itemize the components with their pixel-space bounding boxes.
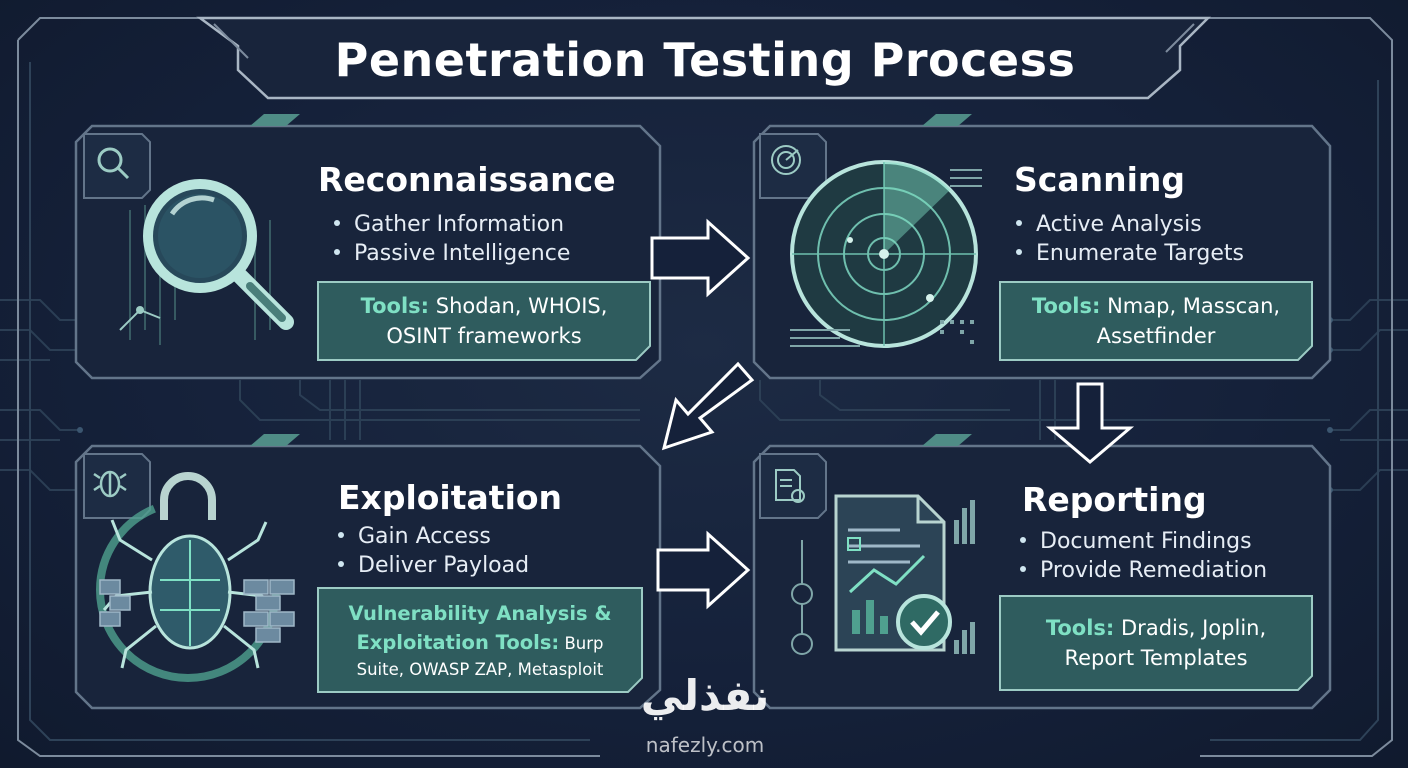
tools-label: Tools: — [1031, 294, 1101, 318]
stage-title-reconnaissance: Reconnaissance — [318, 160, 616, 199]
bullet-item: Provide Remediation — [1020, 556, 1267, 585]
bug-icon — [93, 470, 127, 498]
page-title: Penetration Testing Process — [334, 33, 1076, 87]
tools-line: Assetfinder — [1096, 324, 1216, 348]
tools-line: Dradis, Joplin, — [1121, 616, 1267, 640]
tools-box-reporting: Tools: Dradis, Joplin, Report Templates — [1000, 598, 1312, 688]
bullet-item: Gain Access — [338, 522, 529, 551]
magnifier-icon — [119, 179, 294, 345]
watermark: نفذلي nafezly.com — [605, 672, 805, 758]
tools-box-scanning: Tools: Nmap, Masscan, Assetfinder — [1000, 282, 1312, 360]
radar-icon — [771, 145, 801, 175]
watermark-url: nafezly.com — [645, 733, 765, 757]
stage-title-reporting: Reporting — [1022, 480, 1207, 519]
arrow-scanning-to-exploitation — [661, 361, 755, 451]
tools-line: Nmap, Masscan, — [1107, 294, 1281, 318]
tools-box-exploitation: Vulnerability Analysis & Exploitation To… — [318, 590, 642, 690]
tools-label: Exploitation Tools: — [356, 630, 560, 654]
tools-line: Shodan, WHOIS, — [435, 294, 608, 318]
bullet-list-scanning: Active Analysis Enumerate Targets — [1016, 210, 1244, 268]
document-check-icon — [775, 469, 805, 503]
bullet-item: Passive Intelligence — [334, 239, 570, 268]
bullet-item: Deliver Payload — [338, 551, 529, 580]
tools-label: Tools: — [360, 294, 430, 318]
watermark-arabic-logo: نفذلي — [640, 671, 770, 720]
report-icon — [791, 494, 975, 655]
stage-title-scanning: Scanning — [1014, 160, 1186, 199]
arrow-exploitation-to-reporting — [656, 530, 751, 610]
tools-label: Vulnerability Analysis & — [348, 601, 612, 625]
tools-box-reconnaissance: Tools: Shodan, WHOIS, OSINT frameworks — [318, 282, 650, 360]
tools-label: Tools: — [1045, 616, 1115, 640]
arrow-scanning-to-reporting — [1045, 382, 1135, 464]
bullet-list-reconnaissance: Gather Information Passive Intelligence — [334, 210, 570, 268]
radar-scope-icon — [790, 160, 982, 348]
tools-line: OSINT frameworks — [386, 324, 582, 348]
bullet-item: Gather Information — [334, 210, 570, 239]
tools-line: Suite, OWASP ZAP, Metasploit — [356, 659, 604, 679]
bullet-list-reporting: Document Findings Provide Remediation — [1020, 527, 1267, 585]
tools-line: Report Templates — [1064, 646, 1248, 670]
bullet-item: Active Analysis — [1016, 210, 1244, 239]
bullet-item: Enumerate Targets — [1016, 239, 1244, 268]
arrow-recon-to-scanning — [650, 218, 751, 298]
search-icon — [97, 147, 130, 180]
bullet-list-exploitation: Gain Access Deliver Payload — [338, 522, 529, 580]
stage-title-exploitation: Exploitation — [338, 478, 563, 517]
tools-line: Burp — [564, 633, 604, 653]
bug-lock-icon — [96, 472, 295, 682]
bullet-item: Document Findings — [1020, 527, 1267, 556]
